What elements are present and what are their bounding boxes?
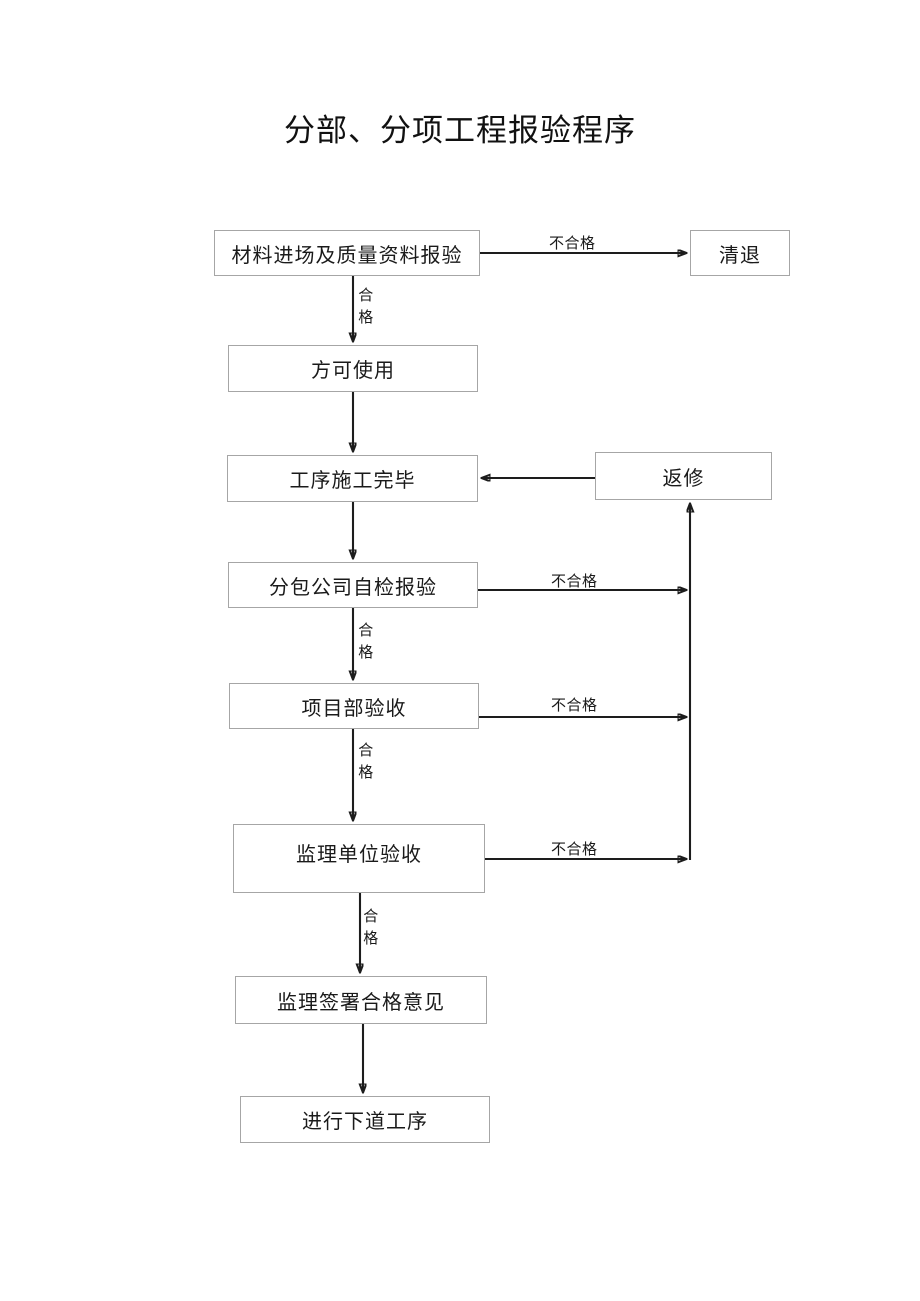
node-label: 返修 — [662, 465, 705, 490]
node-label: 项目部验收 — [301, 695, 407, 720]
edge-label-pass-supervisor: 合格 — [363, 907, 379, 947]
node-subcontractor-self-inspection[interactable]: 分包公司自检报验 — [228, 562, 478, 608]
node-supervisor-acceptance[interactable]: 监理单位验收 — [233, 824, 485, 893]
edge-label-fail-project: 不合格 — [551, 696, 598, 714]
edge-label-pass-material: 合格 — [358, 286, 374, 326]
node-process-complete[interactable]: 工序施工完毕 — [227, 455, 478, 502]
node-project-dept-acceptance[interactable]: 项目部验收 — [229, 683, 479, 729]
node-label: 进行下道工序 — [302, 1109, 428, 1133]
edge-label-fail-supervisor: 不合格 — [551, 840, 598, 858]
node-material-inspection[interactable]: 材料进场及质量资料报验 — [214, 230, 480, 276]
node-label: 清退 — [719, 242, 761, 267]
node-next-process[interactable]: 进行下道工序 — [240, 1096, 490, 1143]
edge-label-fail-material: 不合格 — [549, 234, 596, 252]
node-reject[interactable]: 清退 — [690, 230, 790, 276]
node-label: 工序施工完毕 — [289, 468, 416, 492]
node-label: 分包公司自检报验 — [269, 574, 437, 599]
edge-label-fail-subcontractor: 不合格 — [551, 572, 598, 590]
node-label: 材料进场及质量资料报验 — [231, 242, 463, 267]
node-label: 监理单位验收 — [296, 842, 422, 866]
edge-label-pass-project: 合格 — [358, 741, 374, 781]
node-supervisor-signoff[interactable]: 监理签署合格意见 — [235, 976, 487, 1024]
node-label: 方可使用 — [311, 358, 395, 382]
node-rework[interactable]: 返修 — [595, 452, 772, 500]
node-label: 监理签署合格意见 — [277, 989, 445, 1014]
page-title: 分部、分项工程报验程序 — [284, 113, 636, 149]
edge-label-pass-subcontractor: 合格 — [358, 621, 374, 661]
node-may-use[interactable]: 方可使用 — [228, 345, 478, 392]
